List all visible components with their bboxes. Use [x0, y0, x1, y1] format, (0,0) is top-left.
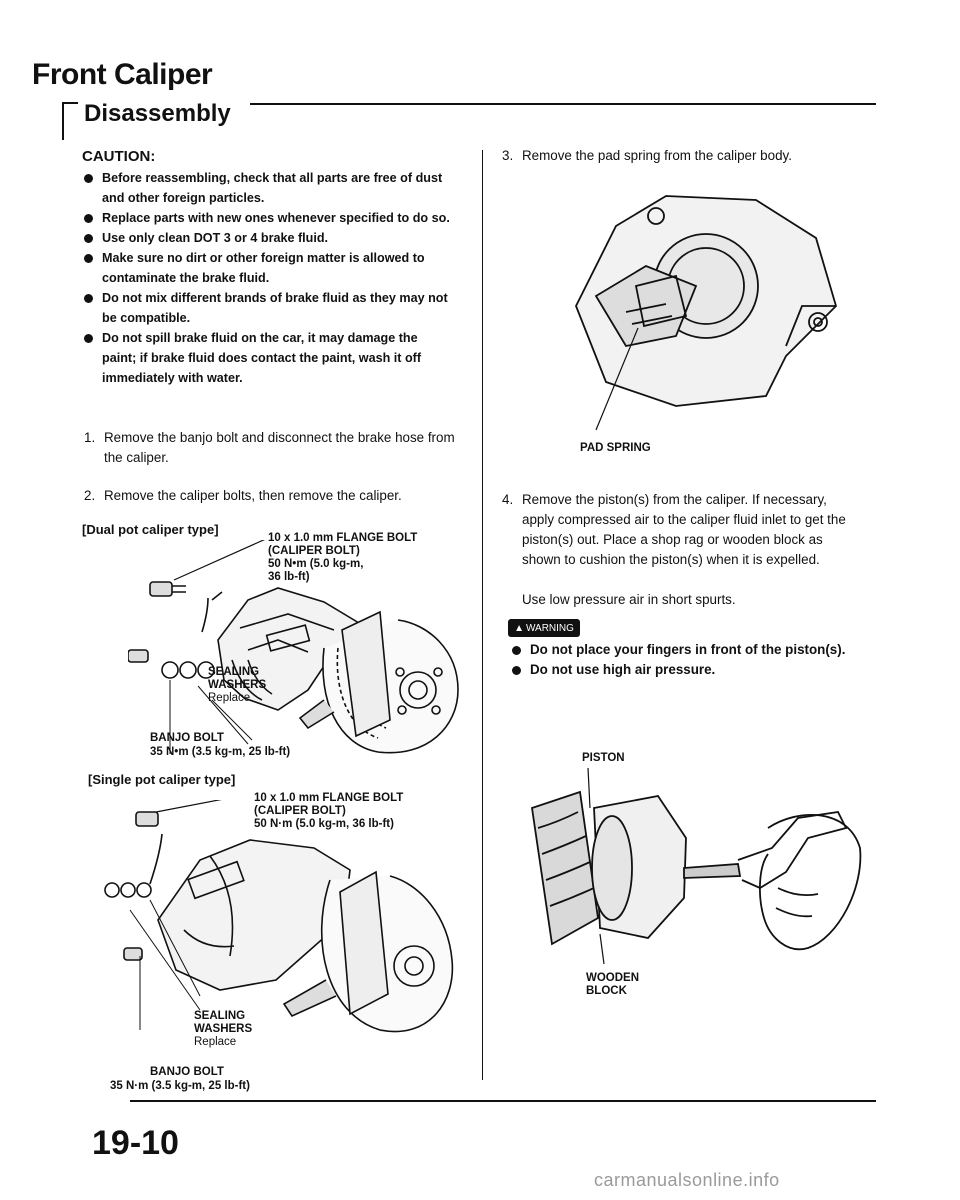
step-text: Remove the caliper bolts, then remove th… [104, 488, 402, 503]
section-bracket-vertical [62, 102, 64, 140]
caution-item: Replace parts with new ones whenever spe… [80, 208, 452, 228]
single-banjo-bolt-label: BANJO BOLT [150, 1066, 224, 1078]
footer-rule [130, 1100, 876, 1102]
warning-triangle-icon: ▲ [514, 622, 524, 634]
single-flange-bolt-label: 10 x 1.0 mm FLANGE BOLT (CALIPER BOLT) 5… [254, 792, 404, 830]
caution-item: Before reassembling, check that all part… [80, 168, 452, 208]
warning-item: Do not place your fingers in front of th… [508, 640, 868, 660]
warning-list: Do not place your fingers in front of th… [508, 640, 868, 680]
caution-item: Do not spill brake fluid on the car, it … [80, 328, 452, 388]
single-sealing-washers-label: SEALING WASHERS [194, 1010, 253, 1035]
step-number: 1. [84, 430, 96, 445]
dual-caliper-illustration [128, 540, 459, 754]
step-4: 4. Remove the piston(s) from the caliper… [502, 490, 862, 572]
page-number: 19-10 [92, 1124, 179, 1162]
step-1: 1. Remove the banjo bolt and disconnect … [84, 428, 456, 470]
wooden-block-label: WOODEN BLOCK [586, 972, 640, 997]
piston-label: PISTON [582, 752, 625, 764]
pad-spring-label: PAD SPRING [580, 442, 651, 454]
step-3: 3. Remove the pad spring from the calipe… [502, 146, 882, 168]
single-pot-heading: [Single pot caliper type] [88, 772, 236, 787]
caution-heading: CAUTION: [82, 148, 156, 165]
warning-item: Do not use high air pressure. [508, 660, 868, 680]
step-number: 3. [502, 148, 514, 163]
dual-banjo-bolt-label: BANJO BOLT [150, 732, 224, 744]
step-number: 4. [502, 492, 514, 507]
dual-replace-label: Replace [208, 692, 251, 704]
section-subtitle: Disassembly [84, 100, 231, 127]
caution-list: Before reassembling, check that all part… [80, 168, 452, 388]
section-rule [250, 103, 876, 105]
single-banjo-torque-label: 35 N·m (3.5 kg-m, 25 lb-ft) [110, 1080, 250, 1092]
step-4-note: Use low pressure air in short spurts. [522, 592, 736, 607]
single-caliper-illustration [104, 800, 454, 1033]
piston-removal-illustration [530, 768, 862, 965]
caution-item: Use only clean DOT 3 or 4 brake fluid. [80, 228, 452, 248]
single-replace-label: Replace [194, 1036, 237, 1048]
page-title: Front Caliper [32, 58, 213, 91]
section-bracket-tick [62, 102, 78, 104]
dual-pot-heading: [Dual pot caliper type] [82, 522, 219, 537]
step-text: Remove the banjo bolt and disconnect the… [104, 430, 455, 465]
step-text: Remove the pad spring from the caliper b… [522, 148, 792, 163]
dual-sealing-washers-label: SEALING WASHERS [208, 666, 267, 691]
pad-spring-illustration [575, 195, 838, 431]
flange-bolt-icon [128, 581, 186, 663]
dual-banjo-torque-label: 35 N•m (3.5 kg-m, 25 lb-ft) [150, 746, 291, 758]
column-divider [482, 150, 483, 1080]
caution-item: Make sure no dirt or other foreign matte… [80, 248, 452, 288]
step-number: 2. [84, 488, 96, 503]
watermark: carmanualsonline.info [594, 1170, 780, 1190]
warning-badge: ▲ WARNING [508, 619, 580, 637]
dual-flange-bolt-label: 10 x 1.0 mm FLANGE BOLT (CALIPER BOLT) 5… [268, 532, 418, 583]
step-text: Remove the piston(s) from the caliper. I… [522, 492, 846, 567]
step-2: 2. Remove the caliper bolts, then remove… [84, 486, 456, 508]
caution-item: Do not mix different brands of brake flu… [80, 288, 452, 328]
warning-badge-label: WARNING [525, 622, 574, 634]
